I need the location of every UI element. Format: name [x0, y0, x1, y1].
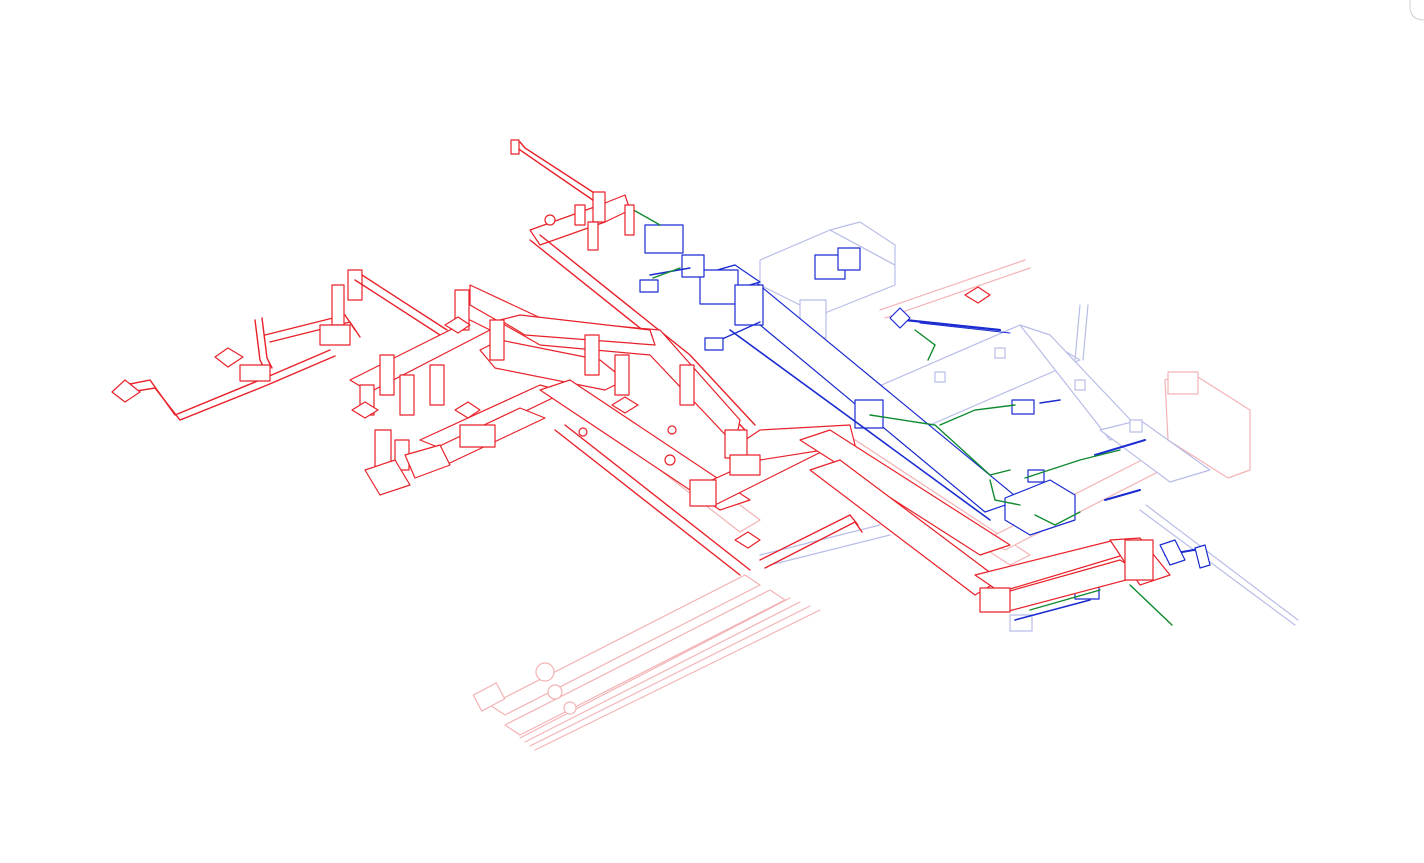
- return-end-unit: [1004, 479, 1076, 536]
- supply-main-duct: [539, 379, 751, 511]
- piping-run: [1029, 589, 1101, 611]
- supply-duct-elbow: [689, 479, 717, 507]
- supply-pipe: [514, 144, 601, 206]
- piping-run: [1024, 449, 1121, 479]
- supply-base-box: [364, 459, 411, 496]
- piping-run: [989, 479, 1021, 506]
- piping-run: [652, 267, 681, 279]
- faded-fitting: [563, 701, 577, 715]
- piping-run: [914, 329, 936, 361]
- return-small-unit: [1011, 399, 1035, 415]
- supply-base-box: [404, 444, 451, 479]
- faded-fitting: [535, 662, 555, 682]
- supply-diffuser: [578, 427, 588, 437]
- supply-diffuser: [544, 214, 556, 226]
- supply-main-duct: [799, 429, 1011, 556]
- supply-box: [459, 424, 496, 448]
- return-small-unit: [704, 337, 724, 351]
- supply-duct-elbow: [724, 429, 748, 459]
- supply-diffuser: [454, 401, 481, 419]
- return-duct-fitting: [734, 284, 764, 326]
- faded-riser-cap: [1167, 371, 1199, 395]
- supply-pipe: [129, 355, 336, 421]
- supply-system: [111, 139, 1171, 613]
- faded-box: [994, 347, 1006, 359]
- faded-duct-run: [504, 589, 786, 736]
- supply-diffuser: [351, 401, 379, 419]
- supply-duct-elbow: [979, 587, 1011, 613]
- faded-duct-run: [489, 574, 761, 716]
- return-duct-fitting: [854, 399, 884, 429]
- supply-pipe: [354, 279, 441, 336]
- supply-riser: [614, 354, 630, 396]
- faded-return-duct: [829, 221, 896, 266]
- return-valve: [1194, 544, 1211, 569]
- supply-diffuser: [734, 531, 761, 549]
- supply-pipe: [261, 317, 273, 369]
- faded-box: [1074, 379, 1086, 391]
- supply-diffuser: [444, 316, 471, 334]
- supply-pipe: [564, 424, 751, 571]
- supply-duct-elbow: [729, 454, 761, 476]
- supply-riser: [679, 364, 695, 406]
- supply-pipe: [554, 429, 741, 576]
- supply-diffuser: [664, 454, 676, 466]
- return-duct-fitting: [644, 224, 684, 254]
- supply-diffuser: [611, 396, 639, 414]
- supply-riser: [347, 269, 363, 301]
- view-frame-corner: [1409, 0, 1424, 21]
- supply-diffuser: [964, 286, 991, 304]
- supply-riser: [379, 354, 395, 396]
- supply-riser: [399, 374, 415, 416]
- supply-pipe: [269, 321, 361, 343]
- supply-riser: [584, 334, 600, 376]
- supply-riser: [429, 364, 445, 406]
- supply-pipe: [361, 274, 448, 331]
- supply-diffuser: [667, 425, 677, 435]
- supply-riser: [587, 221, 599, 251]
- supply-riser: [592, 191, 606, 223]
- return-small-unit: [639, 279, 659, 293]
- return-valve: [1159, 539, 1186, 566]
- supply-riser: [489, 319, 505, 361]
- supply-diffuser: [111, 379, 141, 403]
- supply-pipe-cap: [510, 139, 520, 155]
- supply-pipe: [539, 234, 756, 426]
- supply-main-duct: [499, 314, 656, 346]
- piping-run: [1034, 511, 1081, 526]
- piping-run: [869, 414, 1011, 476]
- faded-fitting: [547, 684, 563, 700]
- piping-run: [1129, 584, 1173, 626]
- supply-main-duct: [349, 319, 491, 393]
- supply-riser: [331, 284, 345, 326]
- supply-pipe: [124, 349, 331, 416]
- supply-duct-elbow: [1124, 539, 1154, 581]
- faded-return-duct: [1099, 419, 1211, 483]
- supply-diffuser: [214, 347, 244, 368]
- supply-pipe: [764, 521, 863, 569]
- supply-box: [319, 324, 351, 346]
- supply-riser: [624, 204, 635, 236]
- supply-pipe: [519, 141, 606, 201]
- return-duct-fitting: [681, 254, 705, 278]
- faded-fitting: [472, 682, 506, 712]
- return-valve: [889, 307, 911, 329]
- piping-system: [629, 207, 1173, 626]
- faded-box: [934, 371, 946, 383]
- faded-box: [1009, 614, 1033, 632]
- return-duct-fitting: [699, 269, 739, 305]
- faded-box: [1129, 419, 1143, 433]
- supply-riser: [574, 204, 586, 226]
- piping-run: [939, 404, 1016, 426]
- piping-run: [629, 207, 661, 226]
- supply-pipe: [759, 514, 859, 561]
- return-duct-fitting: [837, 247, 861, 271]
- supply-box: [239, 364, 271, 382]
